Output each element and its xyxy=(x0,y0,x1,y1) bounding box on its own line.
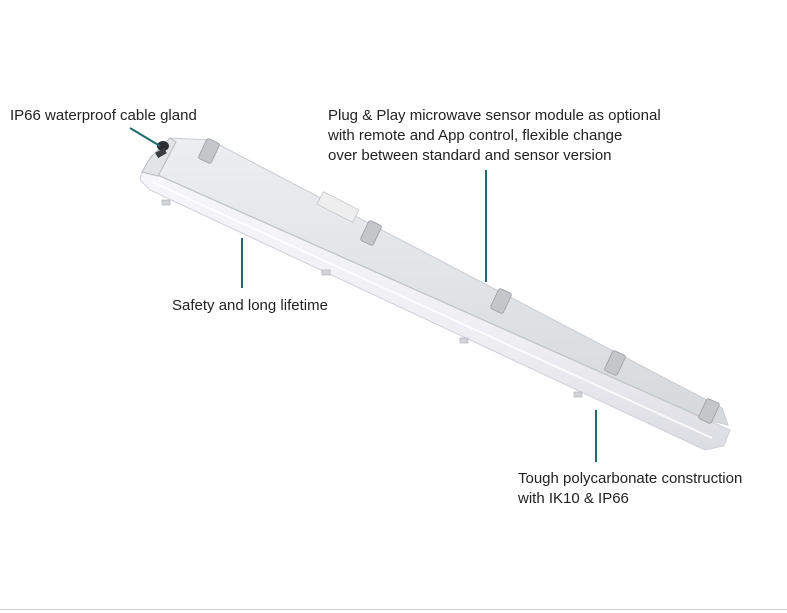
label-line: IP66 waterproof cable gland xyxy=(10,107,197,124)
callout-lines xyxy=(129,127,597,462)
label-line: with IK10 & IP66 xyxy=(518,490,629,507)
callout-line-gland xyxy=(129,127,161,147)
cable-gland-icon xyxy=(157,141,169,151)
bottom-divider xyxy=(0,609,787,610)
label-line: with remote and App control, flexible ch… xyxy=(328,127,623,144)
label-lifetime: Safety and long lifetime xyxy=(172,296,328,316)
luminaire-body xyxy=(139,137,731,451)
end-cap-left xyxy=(141,137,177,177)
label-line: Plug & Play microwave sensor module as o… xyxy=(328,107,661,124)
sensor-module xyxy=(316,191,360,223)
label-line: Tough polycarbonate construction xyxy=(518,470,743,487)
label-line: Safety and long lifetime xyxy=(172,297,328,314)
label-construction: Tough polycarbonate construction with IK… xyxy=(518,469,742,509)
label-sensor-module: Plug & Play microwave sensor module as o… xyxy=(328,106,661,166)
mounting-clips xyxy=(198,138,720,424)
label-line: over between standard and sensor version xyxy=(328,147,612,164)
label-cable-gland: IP66 waterproof cable gland xyxy=(10,106,197,126)
under-brackets xyxy=(161,199,583,398)
